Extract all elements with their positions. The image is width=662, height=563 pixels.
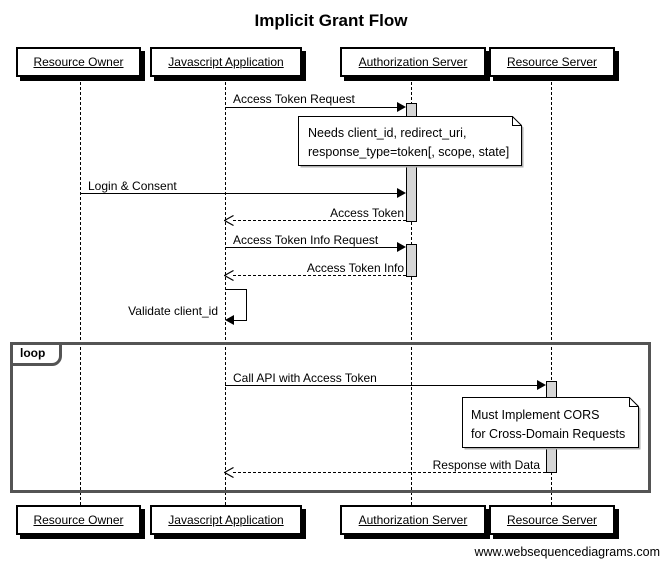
note-fold-icon [512,116,522,126]
note-body [462,397,639,448]
message-line-access-token [233,220,406,221]
loop-label: loop [10,342,63,366]
self-call-vertical-segment [246,289,247,320]
message-label-access-token-info: Access Token Info [306,261,404,275]
message-label-login-consent: Login & Consent [88,179,177,193]
message-label-validate-client-id: Validate client_id [128,304,218,318]
note-line-1: Must Implement CORS [471,408,600,422]
note-fold-icon [629,397,639,407]
actor-label: Resource Server [506,55,598,69]
arrowhead-icon [397,242,406,252]
watermark: www.websequencediagrams.com [474,545,660,559]
arrowhead-icon [397,102,406,112]
actor-bottom-resource-server: Resource Server [489,505,615,535]
open-arrowhead-icon [224,270,234,281]
message-label-call-api: Call API with Access Token [233,371,377,385]
actor-label: Resource Owner [33,513,124,527]
actor-label: Authorization Server [358,513,468,527]
actor-bottom-authorization-server: Authorization Server [340,505,486,535]
actor-label: Javascript Application [168,513,284,527]
actor-label: Resource Server [506,513,598,527]
actor-label: Resource Owner [33,55,124,69]
lifeline-resource-server [551,77,552,505]
actor-top-resource-server: Resource Server [489,47,615,77]
lifeline-authorization-server [411,77,412,505]
self-call-bottom-segment [234,320,247,321]
message-label-response-with-data: Response with Data [432,458,540,472]
lifeline-resource-owner [80,77,81,505]
arrowhead-icon [225,315,234,325]
message-line-access-token-info [233,275,406,276]
loop-frame: loop [10,342,651,493]
message-line-login-consent [80,193,398,194]
actor-top-javascript-application: Javascript Application [150,47,302,77]
self-call-top-segment [225,289,247,290]
note-body [298,116,522,166]
message-line-call-api [225,385,538,386]
note-line-1: Needs client_id, redirect_uri, [308,126,466,140]
note-line-2: for Cross-Domain Requests [471,427,625,441]
arrowhead-icon [537,380,546,390]
message-line-access-token-info-request [225,247,398,248]
message-label-access-token: Access Token [330,206,404,220]
diagram-title: Implicit Grant Flow [254,11,408,30]
actor-bottom-resource-owner: Resource Owner [16,505,141,535]
actor-top-authorization-server: Authorization Server [340,47,486,77]
open-arrowhead-icon [224,215,234,226]
actor-bottom-javascript-application: Javascript Application [150,505,302,535]
lifeline-javascript-application [225,77,226,505]
actor-label: Javascript Application [168,55,284,69]
activation-authorization-server-2 [406,244,417,277]
actor-top-resource-owner: Resource Owner [16,47,141,77]
actor-label: Authorization Server [358,55,468,69]
note-cors: Must Implement CORS for Cross-Domain Req… [462,397,641,450]
message-line-access-token-request [225,107,398,108]
note-line-2: response_type=token[, scope, state] [308,145,509,159]
open-arrowhead-icon [224,467,234,478]
arrowhead-icon [397,188,406,198]
message-label-access-token-info-request: Access Token Info Request [233,233,379,247]
note-token-params: Needs client_id, redirect_uri, response_… [298,116,524,168]
message-line-response-with-data [233,472,546,473]
message-label-access-token-request: Access Token Request [233,92,355,106]
